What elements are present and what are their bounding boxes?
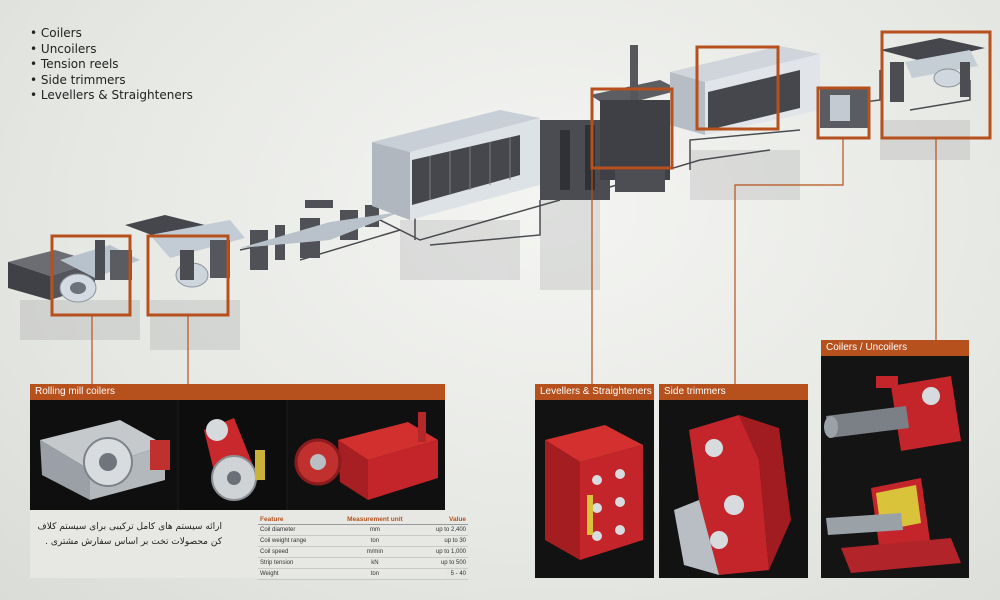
feature-item-coilers: Coilers [30,26,193,42]
spec-cell-value: up to 30 [418,535,468,547]
spec-header-feature: Feature [258,515,332,525]
spec-cell-feature: Coil speed [258,546,332,558]
spec-cell-unit: kN [331,557,419,569]
spec-cell-unit: ton [331,568,419,580]
caption-area: ارائه سیستم های کامل ترکیبی برای سیستم ک… [30,510,468,580]
spec-cell-value: up to 1,000 [418,546,468,558]
rolling-mill-coilers-panel: Rolling mill coilers [30,384,445,578]
rolling-mill-coilers-title: Rolling mill coilers [30,384,445,400]
spec-cell-feature: Coil weight range [258,535,332,547]
coiler-photo-1 [30,400,177,510]
coilers-uncoilers-title: Coilers / Uncoilers [821,340,969,356]
coiler-photo-3 [288,400,445,510]
spec-cell-value: up to 2,400 [418,524,468,536]
spec-header-value: Value [418,515,468,525]
feature-item-side-trimmers: Side trimmers [30,73,193,89]
feature-item-uncoilers: Uncoilers [30,42,193,58]
levellers-panel: Levellers & Straighteners [535,384,654,578]
spec-cell-unit: m/min [331,546,419,558]
feature-item-tension-reels: Tension reels [30,57,193,73]
table-row: Coil weight range ton up to 30 [258,535,468,547]
caption-persian-text: ارائه سیستم های کامل ترکیبی برای سیستم ک… [37,522,222,547]
spec-cell-feature: Weight [258,568,332,580]
spec-table-header-row: Feature Measurement unit Value [258,515,468,525]
spec-cell-value: 5 - 40 [418,568,468,580]
spec-cell-feature: Strip tension [258,557,332,569]
spec-cell-unit: ton [331,535,419,547]
table-row: Weight ton 5 - 40 [258,568,468,580]
side-trimmers-title: Side trimmers [659,384,808,400]
table-row: Coil diameter mm up to 2,400 [258,524,468,536]
feature-item-levellers: Levellers & Straighteners [30,88,193,104]
spec-cell-unit: mm [331,524,419,536]
side-trimmers-panel: Side trimmers [659,384,808,578]
table-row: Coil speed m/min up to 1,000 [258,546,468,558]
leveller-photo [535,400,654,578]
spec-cell-value: up to 500 [418,557,468,569]
table-row: Strip tension kN up to 500 [258,557,468,569]
coiler-uncoiler-photo-2 [821,468,969,578]
side-trimmer-photo [659,400,808,578]
spec-cell-feature: Coil diameter [258,524,332,536]
spec-header-unit: Measurement unit [331,515,419,525]
coiler-photo-2 [179,400,286,510]
coiler-uncoiler-photo-1 [821,356,969,465]
coilers-uncoilers-panel: Coilers / Uncoilers [821,340,969,578]
levellers-title: Levellers & Straighteners [535,384,654,400]
spec-table: Feature Measurement unit Value Coil diam… [258,515,468,580]
feature-list: Coilers Uncoilers Tension reels Side tri… [30,26,193,104]
